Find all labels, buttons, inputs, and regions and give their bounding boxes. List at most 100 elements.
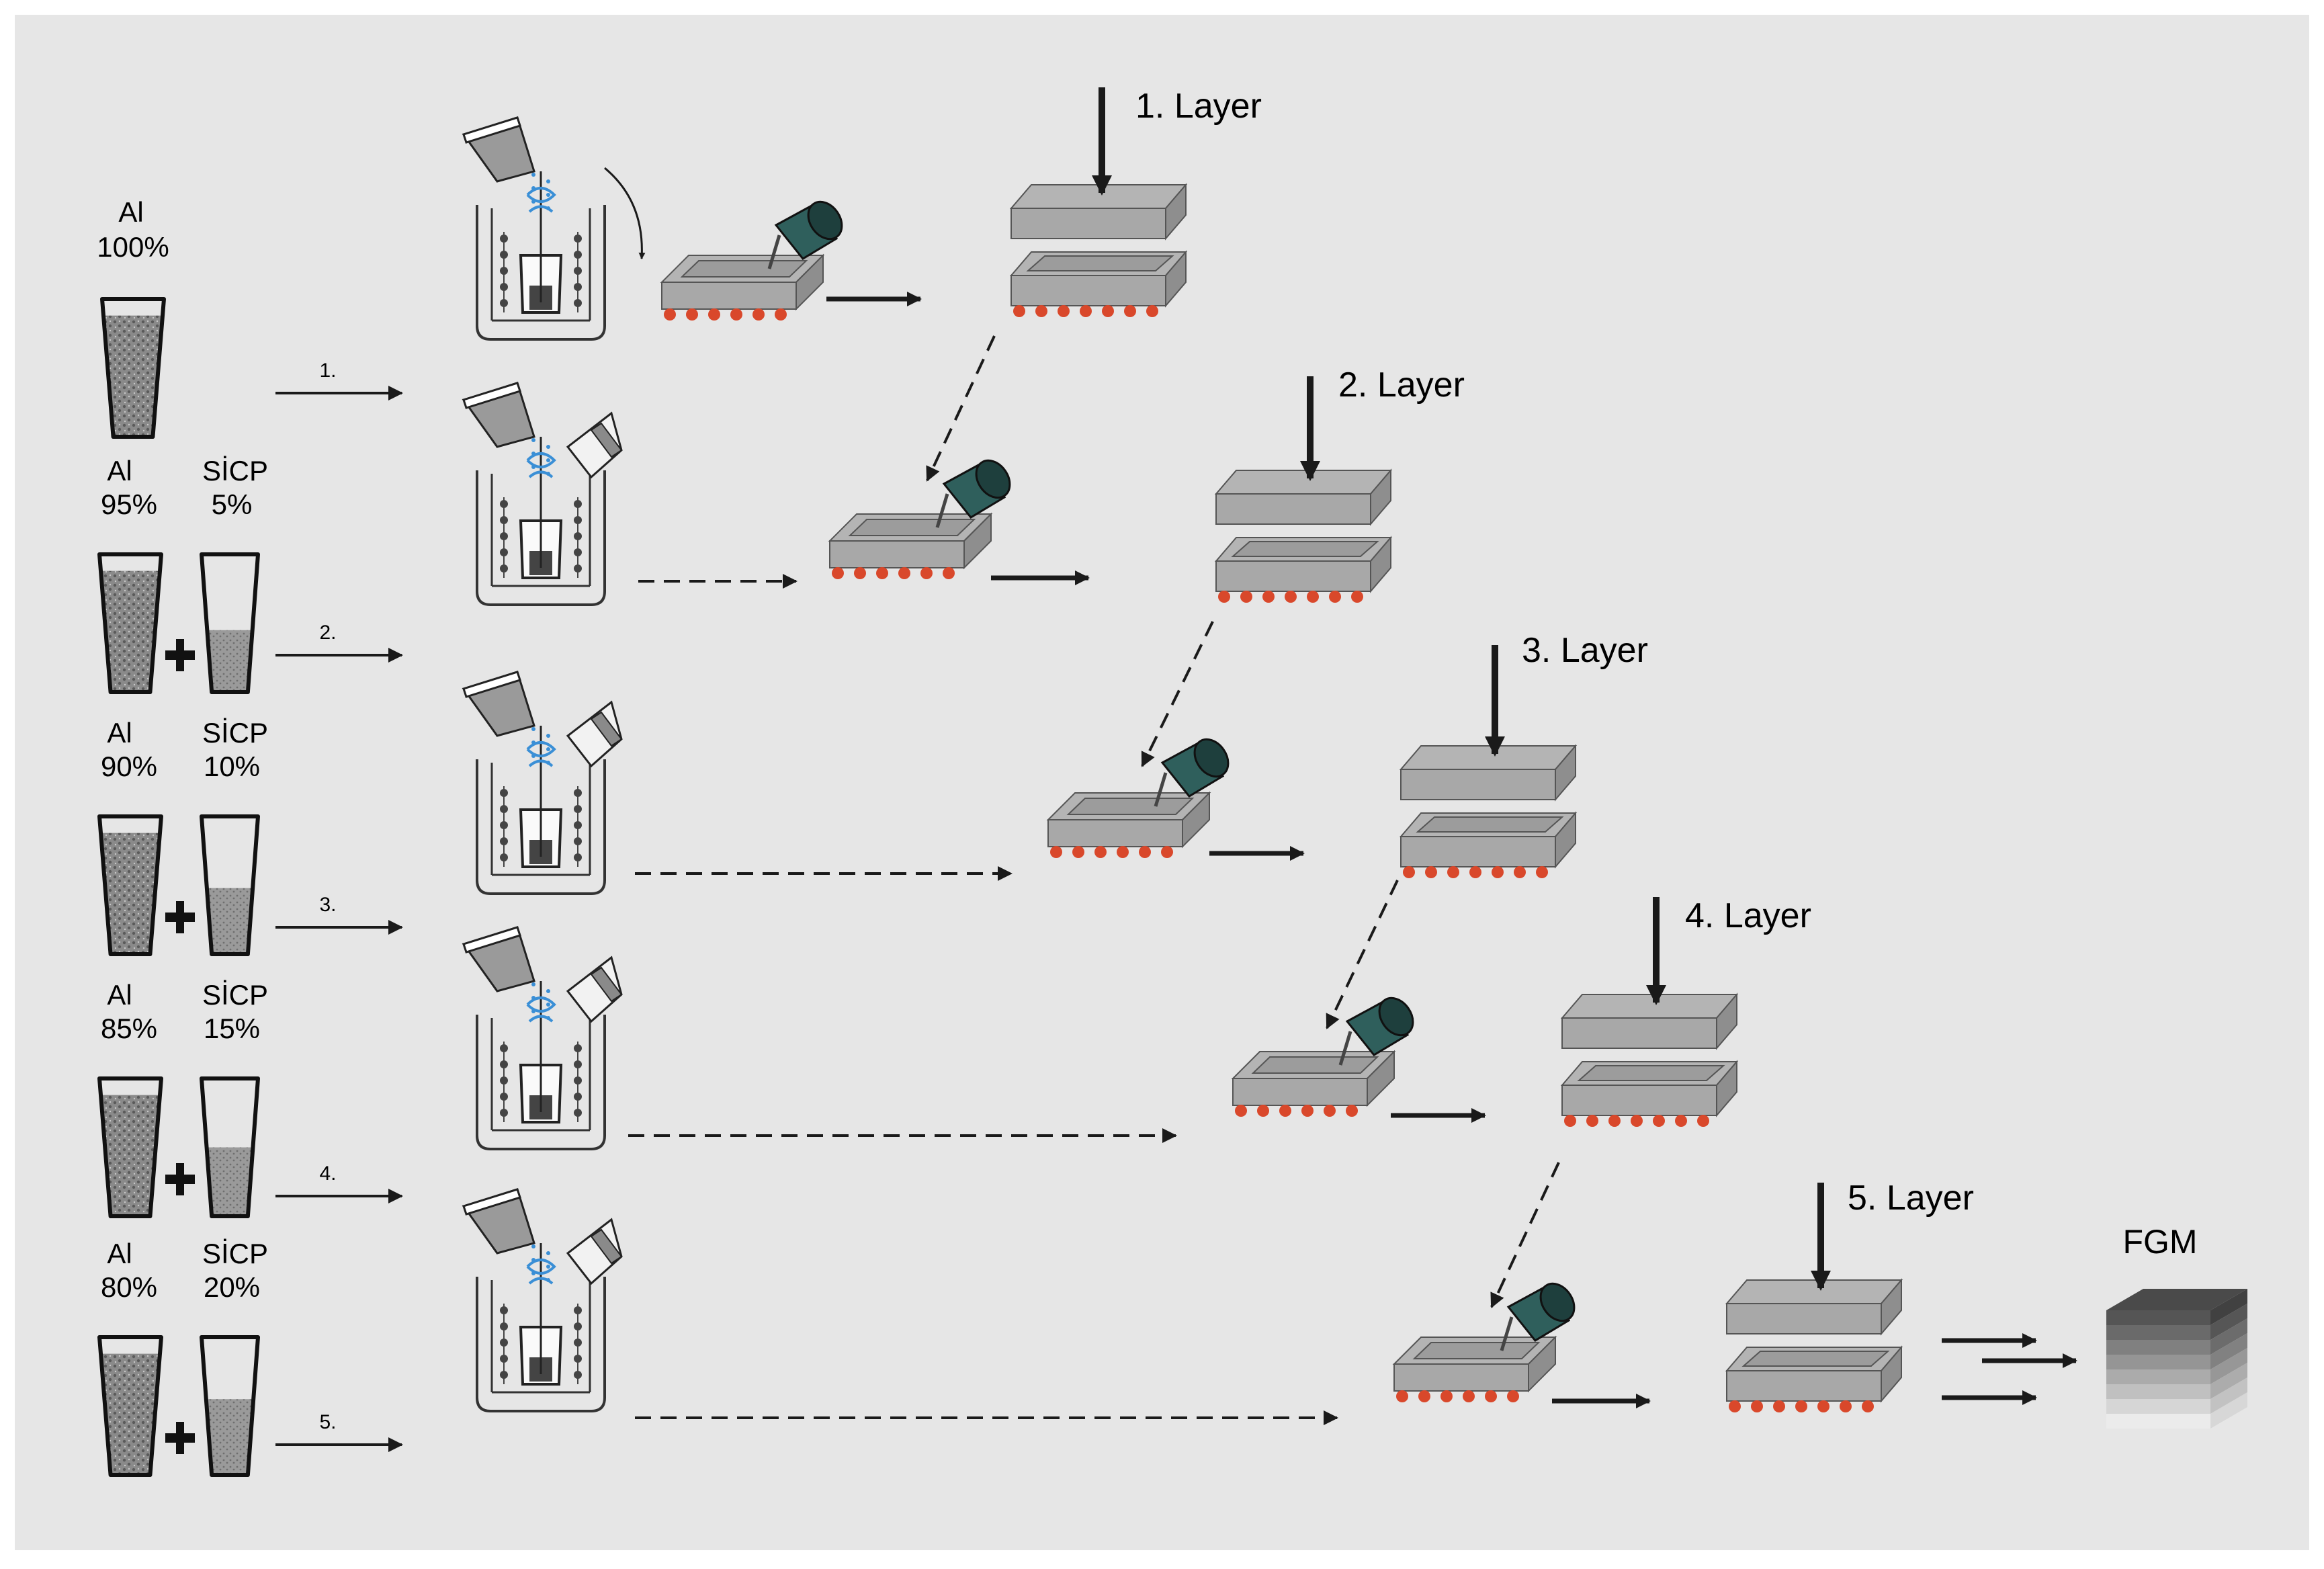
al-beaker: [97, 1335, 163, 1477]
beaker-outline: [200, 814, 260, 956]
beaker-fill: [206, 1147, 253, 1216]
furnace-vessel: [476, 1015, 606, 1150]
hopper-rim: [462, 671, 521, 698]
heater-dot: [1536, 866, 1548, 878]
powder-particle: [546, 1265, 550, 1269]
powder-particle: [531, 186, 535, 190]
beaker-outline: [200, 1335, 260, 1477]
fgm-layer-side: [2210, 1333, 2247, 1369]
mold-side: [1182, 791, 1210, 849]
powder-particle: [531, 173, 535, 177]
plus-sign: [165, 1433, 195, 1443]
fgm-layer: [2106, 1325, 2210, 1340]
stirrer-rotation: [528, 470, 554, 478]
die-bottom-side: [1370, 536, 1391, 593]
heater-dot: [1346, 1105, 1358, 1117]
compaction-press-4: [1560, 992, 1739, 1127]
heater-dot: [898, 567, 910, 579]
melt-stream: [1500, 1316, 1514, 1351]
heater-dot: [686, 308, 698, 321]
fgm-layer-side: [2210, 1318, 2247, 1355]
powder-particle: [531, 754, 535, 758]
compaction-press-2: [1214, 468, 1393, 603]
dashed-layer-arrow: [1490, 1162, 1560, 1308]
ladle-mouth: [1539, 1282, 1576, 1322]
heater-dot: [1440, 1390, 1453, 1402]
furnace-vessel: [476, 205, 606, 341]
stir-casting-furnace: [462, 382, 623, 606]
powder-particle: [531, 1244, 535, 1248]
fgm-layer: [2106, 1355, 2210, 1369]
powder-particle: [546, 1003, 550, 1007]
die-top-side: [1165, 183, 1187, 241]
step-number: 4.: [319, 1162, 336, 1185]
mold-pouring-1: [660, 200, 843, 321]
hopper-rim: [462, 116, 521, 144]
heater-dot: [1240, 591, 1252, 603]
furnace-vessel: [476, 470, 606, 606]
al-beaker: [97, 814, 163, 956]
sic-percent: 20%: [204, 1271, 260, 1303]
al-label: Al: [107, 717, 132, 749]
step-number: 5.: [319, 1411, 336, 1433]
fgm-label: FGM: [2122, 1223, 2197, 1261]
heater-dot: [1094, 846, 1107, 858]
hopper-sic-powder: [590, 422, 623, 458]
heater-dot: [1161, 846, 1173, 858]
die-top: [1560, 994, 1739, 1019]
powder-particle: [546, 761, 550, 765]
heater-dot: [1485, 1390, 1497, 1402]
mold-pouring-4: [1231, 996, 1414, 1117]
heater-dot: [1139, 846, 1151, 858]
die-bottom-front: [1561, 1085, 1717, 1116]
compaction-press-5: [1725, 1278, 1903, 1412]
plus-sign: [165, 913, 195, 922]
mold-cavity: [1251, 1056, 1379, 1074]
furnace-vessel: [476, 759, 606, 895]
heater-dot: [1564, 1115, 1576, 1127]
al-beaker: [97, 1076, 163, 1218]
dashed-layer-arrow: [1141, 621, 1214, 767]
stir-casting-furnace: [462, 671, 623, 895]
heater-dot: [1469, 866, 1481, 878]
dashed-layer-arrow: [926, 335, 996, 482]
die-bottom-side: [1165, 250, 1187, 308]
heater-dot: [1279, 1105, 1291, 1117]
fgm-layer-side: [2210, 1304, 2247, 1340]
beaker-outline: [97, 814, 163, 956]
layer-label-1: 1. Layer: [1135, 87, 1262, 126]
sic-label: SİCP: [202, 455, 268, 486]
fgm-layer: [2106, 1310, 2210, 1325]
sic-percent: 5%: [212, 489, 253, 520]
heater-dot: [1080, 305, 1092, 317]
die-top: [1214, 470, 1393, 495]
mold-front: [1393, 1363, 1529, 1392]
heater-dot: [1124, 305, 1136, 317]
heater-dot: [1403, 866, 1415, 878]
ladle-mouth: [1193, 738, 1230, 778]
heater-dot: [1447, 866, 1459, 878]
fgm-layer: [2106, 1399, 2210, 1414]
stir-casting-furnace: [462, 116, 606, 341]
mold-pouring-5: [1392, 1282, 1576, 1402]
stirrer-rotation: [526, 1259, 556, 1275]
mold-pouring-2: [828, 459, 1011, 579]
heater-dot: [1653, 1115, 1665, 1127]
hopper-rim: [462, 926, 521, 953]
heater-dot: [1396, 1390, 1408, 1402]
compaction-press-3: [1399, 744, 1578, 878]
plus-sign: [165, 650, 195, 660]
powder-particle: [531, 1258, 535, 1262]
mold-side: [1528, 1335, 1556, 1393]
mold-side: [795, 253, 824, 311]
mold-cavity: [1412, 1342, 1541, 1359]
heater-dot: [664, 308, 676, 321]
heater-dot: [730, 308, 742, 321]
layer-label-3: 3. Layer: [1522, 631, 1648, 670]
powder-particle: [546, 734, 550, 738]
mold-front: [1232, 1078, 1368, 1106]
heater-dot: [1507, 1390, 1519, 1402]
